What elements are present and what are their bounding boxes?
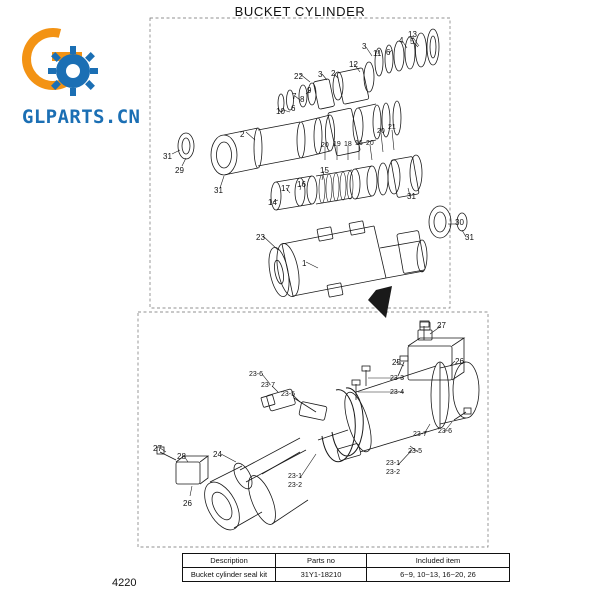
callout-24: 24 — [213, 450, 222, 459]
callout-18: 18 — [344, 141, 352, 148]
callout-6: 6 — [291, 104, 296, 113]
callout-23-3: 23-3 — [390, 375, 405, 382]
callout-8: 8 — [300, 95, 305, 104]
callout-5: 5 — [410, 37, 415, 46]
callout-31-d: 31 — [465, 233, 474, 242]
callout-1: 1 — [302, 259, 307, 268]
callout-22: 22 — [294, 72, 303, 81]
table-header-included-item: Included item — [366, 553, 510, 568]
callout-28: 28 — [177, 452, 186, 461]
callout-6-top: 6 — [386, 48, 391, 57]
callout-23-2-b: 23-2 — [386, 469, 401, 476]
callout-20-a: 20 — [321, 142, 329, 149]
callout-26-b: 26 — [183, 499, 192, 508]
callout-23-6-a: 23-6 — [249, 371, 264, 378]
gear-icon — [48, 46, 98, 96]
callout-23-1-b: 23-1 — [386, 460, 401, 467]
callout-30: 30 — [455, 218, 464, 227]
callout-27-b: 27 — [153, 444, 162, 453]
callout-10: 10 — [276, 107, 285, 116]
parts-table: Description Parts no Included item Bucke… — [182, 553, 510, 582]
callout-31-a: 31 — [163, 152, 172, 161]
cell-included-item: 6~9, 10~13, 16~20, 26 — [366, 567, 510, 582]
callout-31-b: 31 — [214, 186, 223, 195]
logo-text: GLPARTS.CN — [22, 106, 141, 128]
callout-23: 23 — [256, 233, 265, 242]
callout-23-2-a: 23-2 — [288, 482, 303, 489]
callout-3-top: 3 — [362, 42, 367, 51]
callout-7: 7 — [292, 92, 297, 101]
callout-9: 9 — [307, 86, 312, 95]
callout-23-7-a: 23-7 — [261, 382, 276, 389]
page-title: BUCKET CYLINDER — [234, 4, 366, 19]
callout-31-c: 31 — [407, 192, 416, 201]
callout-23-5-a: 23-5 — [281, 391, 296, 398]
callout-17: 17 — [281, 184, 290, 193]
callout-16-a: 16 — [355, 140, 363, 147]
callout-25: 25 — [392, 358, 401, 367]
table-header-description: Description — [182, 553, 276, 568]
callout-14: 14 — [268, 198, 277, 207]
callout-26-a: 26 — [455, 357, 464, 366]
logo: GLPARTS.CN — [10, 16, 172, 136]
callout-19: 19 — [333, 141, 341, 148]
callout-2-top: 2 — [331, 69, 336, 78]
callout-4: 4 — [399, 36, 404, 45]
cell-parts-no: 31Y1-18210 — [275, 567, 367, 582]
table-row: Bucket cylinder seal kit 31Y1-18210 6~9,… — [182, 567, 510, 582]
callout-21: 21 — [388, 124, 396, 131]
callout-20-b: 20 — [366, 140, 374, 147]
callout-27-a: 27 — [437, 321, 446, 330]
cell-description: Bucket cylinder seal kit — [182, 567, 276, 582]
table-header-row: Description Parts no Included item — [182, 553, 510, 568]
callout-3: 3 — [318, 70, 323, 79]
callout-13: 13 — [408, 30, 417, 39]
callout-12: 12 — [349, 60, 358, 69]
callout-2: 2 — [240, 130, 245, 139]
callout-29: 29 — [175, 166, 184, 175]
logo-mark — [10, 16, 100, 102]
drawing-code: 4220 — [112, 577, 137, 589]
callout-23-4: 23-4 — [390, 389, 405, 396]
callout-23-6-b: 23-6 — [438, 428, 453, 435]
callout-23-5-b: 23-5 — [408, 448, 423, 455]
table-header-parts-no: Parts no — [275, 553, 367, 568]
callout-20-c: 20 — [377, 128, 385, 135]
callout-15: 15 — [320, 166, 329, 175]
callout-23-1-a: 23-1 — [288, 473, 303, 480]
callout-11: 11 — [373, 49, 382, 58]
callout-23-7-b: 23-7 — [413, 431, 428, 438]
callout-16-b: 16 — [297, 180, 306, 189]
